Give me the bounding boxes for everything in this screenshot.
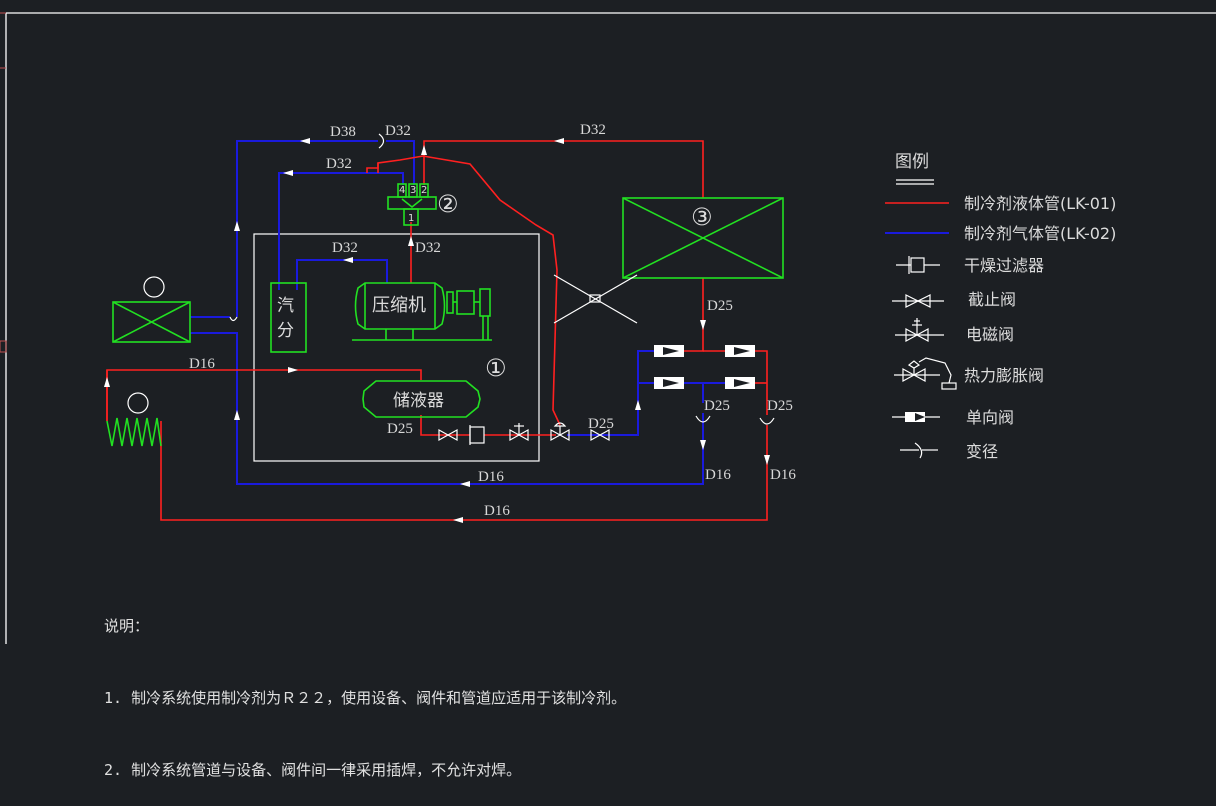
dryer-filter[interactable]: [469, 425, 485, 445]
legend-title: 图例: [895, 152, 929, 172]
condenser-unit-3: [622, 197, 784, 279]
gas-liquid-separator: [270, 282, 307, 353]
solenoid-valve[interactable]: [509, 423, 529, 441]
pipe-label: D32: [332, 240, 358, 256]
fan-icon: [127, 392, 149, 414]
reducer-icon: [378, 133, 385, 149]
pipe-label: D25: [387, 421, 413, 437]
reducer-icon: [900, 442, 938, 459]
drawing-frame: [0, 12, 1216, 644]
expansion-valve-icon: [894, 357, 957, 390]
legend-label: 截止阀: [968, 290, 1016, 309]
port-1-label: 1: [408, 213, 414, 224]
solenoid-valve-icon: [895, 318, 944, 343]
pipe-label: D25: [707, 298, 733, 314]
pipe-label: D32: [415, 240, 441, 256]
unit-2-marker: ②: [437, 190, 459, 218]
separator-label-line1: 汽: [277, 296, 294, 316]
legend-label: 电磁阀: [966, 325, 1014, 344]
note-line: 1. 制冷系统使用制冷剂为Ｒ２２，使用设备、阀件和管道应适用于该制冷剂。: [104, 689, 627, 707]
stop-valve-icon: [892, 294, 944, 308]
check-valve[interactable]: [654, 345, 684, 357]
pipe-label: D16: [770, 467, 796, 483]
evaporator-fan-coil: [112, 301, 191, 343]
liquid-receiver: [362, 380, 481, 418]
unit-1-marker: ①: [485, 354, 507, 382]
fan-icon: [143, 276, 165, 298]
compressor-label: 压缩机: [372, 295, 426, 316]
reducer-icon: [695, 415, 711, 423]
notes-title: 说明：: [104, 617, 150, 635]
compressor: [352, 282, 492, 341]
pipe-label: D32: [580, 122, 606, 138]
legend-label: 单向阀: [966, 408, 1014, 427]
legend-label: 热力膨胀阀: [964, 366, 1044, 385]
expansion-valve[interactable]: [550, 422, 570, 441]
note-line: 2. 制冷系统管道与设备、阀件间一律采用插焊，不允许对焊。: [104, 761, 522, 779]
check-valve[interactable]: [725, 377, 755, 389]
legend: 图例 制冷剂液体管(LK-01) 制冷剂气体管(LK-02) 干燥过滤器 截止阀: [885, 152, 1116, 461]
separator-label-line2: 分: [277, 321, 294, 341]
gas-pipes: [190, 140, 728, 485]
distributor-unit-2: [387, 183, 437, 226]
check-valve[interactable]: [725, 345, 755, 357]
equipment: [106, 183, 784, 447]
pipe-label: D16: [705, 467, 731, 483]
receiver-label: 储液器: [393, 391, 444, 411]
pipe-label: D16: [189, 356, 215, 372]
pipe-label: D25: [704, 398, 730, 414]
port-4-label: 4: [399, 185, 405, 196]
check-valve-icon: [892, 412, 940, 422]
reducer-icon: [759, 417, 775, 425]
legend-label: 变径: [966, 442, 998, 461]
pipe-size-labels: D38 D32 D32 D32 D32 D32 D16 D25 D25 D25 …: [189, 122, 796, 519]
check-valve[interactable]: [654, 377, 684, 389]
pipe-label: D32: [326, 156, 352, 172]
port-3-label: 3: [410, 185, 416, 196]
unit-3-marker: ③: [691, 203, 713, 231]
legend-label: 制冷剂气体管(LK-02): [964, 224, 1116, 243]
legend-label: 干燥过滤器: [964, 256, 1044, 275]
pipe-label: D16: [484, 503, 510, 519]
notes-section: 说明： 1. 制冷系统使用制冷剂为Ｒ２２，使用设备、阀件和管道应适用于该制冷剂。…: [104, 566, 626, 806]
legend-label: 制冷剂液体管(LK-01): [964, 194, 1116, 213]
dryer-filter-icon: [896, 256, 940, 274]
unit-1-enclosure: [253, 233, 540, 462]
pipe-label: D32: [385, 123, 411, 139]
refrigeration-schematic: 压缩机 汽 分 储液器 ① ② ③ 1 2 3 4 D38 D32 D32 D3…: [0, 12, 1216, 644]
annotations: [127, 133, 775, 425]
pipe-label: D25: [767, 398, 793, 414]
pipe-label: D25: [588, 416, 614, 432]
reducer-icon: [229, 316, 238, 322]
pipe-label: D16: [478, 469, 504, 485]
liquid-pipes: [106, 140, 768, 521]
port-2-label: 2: [421, 185, 427, 196]
pipe-label: D38: [330, 124, 356, 140]
evaporator-coil: [106, 417, 162, 447]
flow-arrows: [104, 138, 770, 523]
